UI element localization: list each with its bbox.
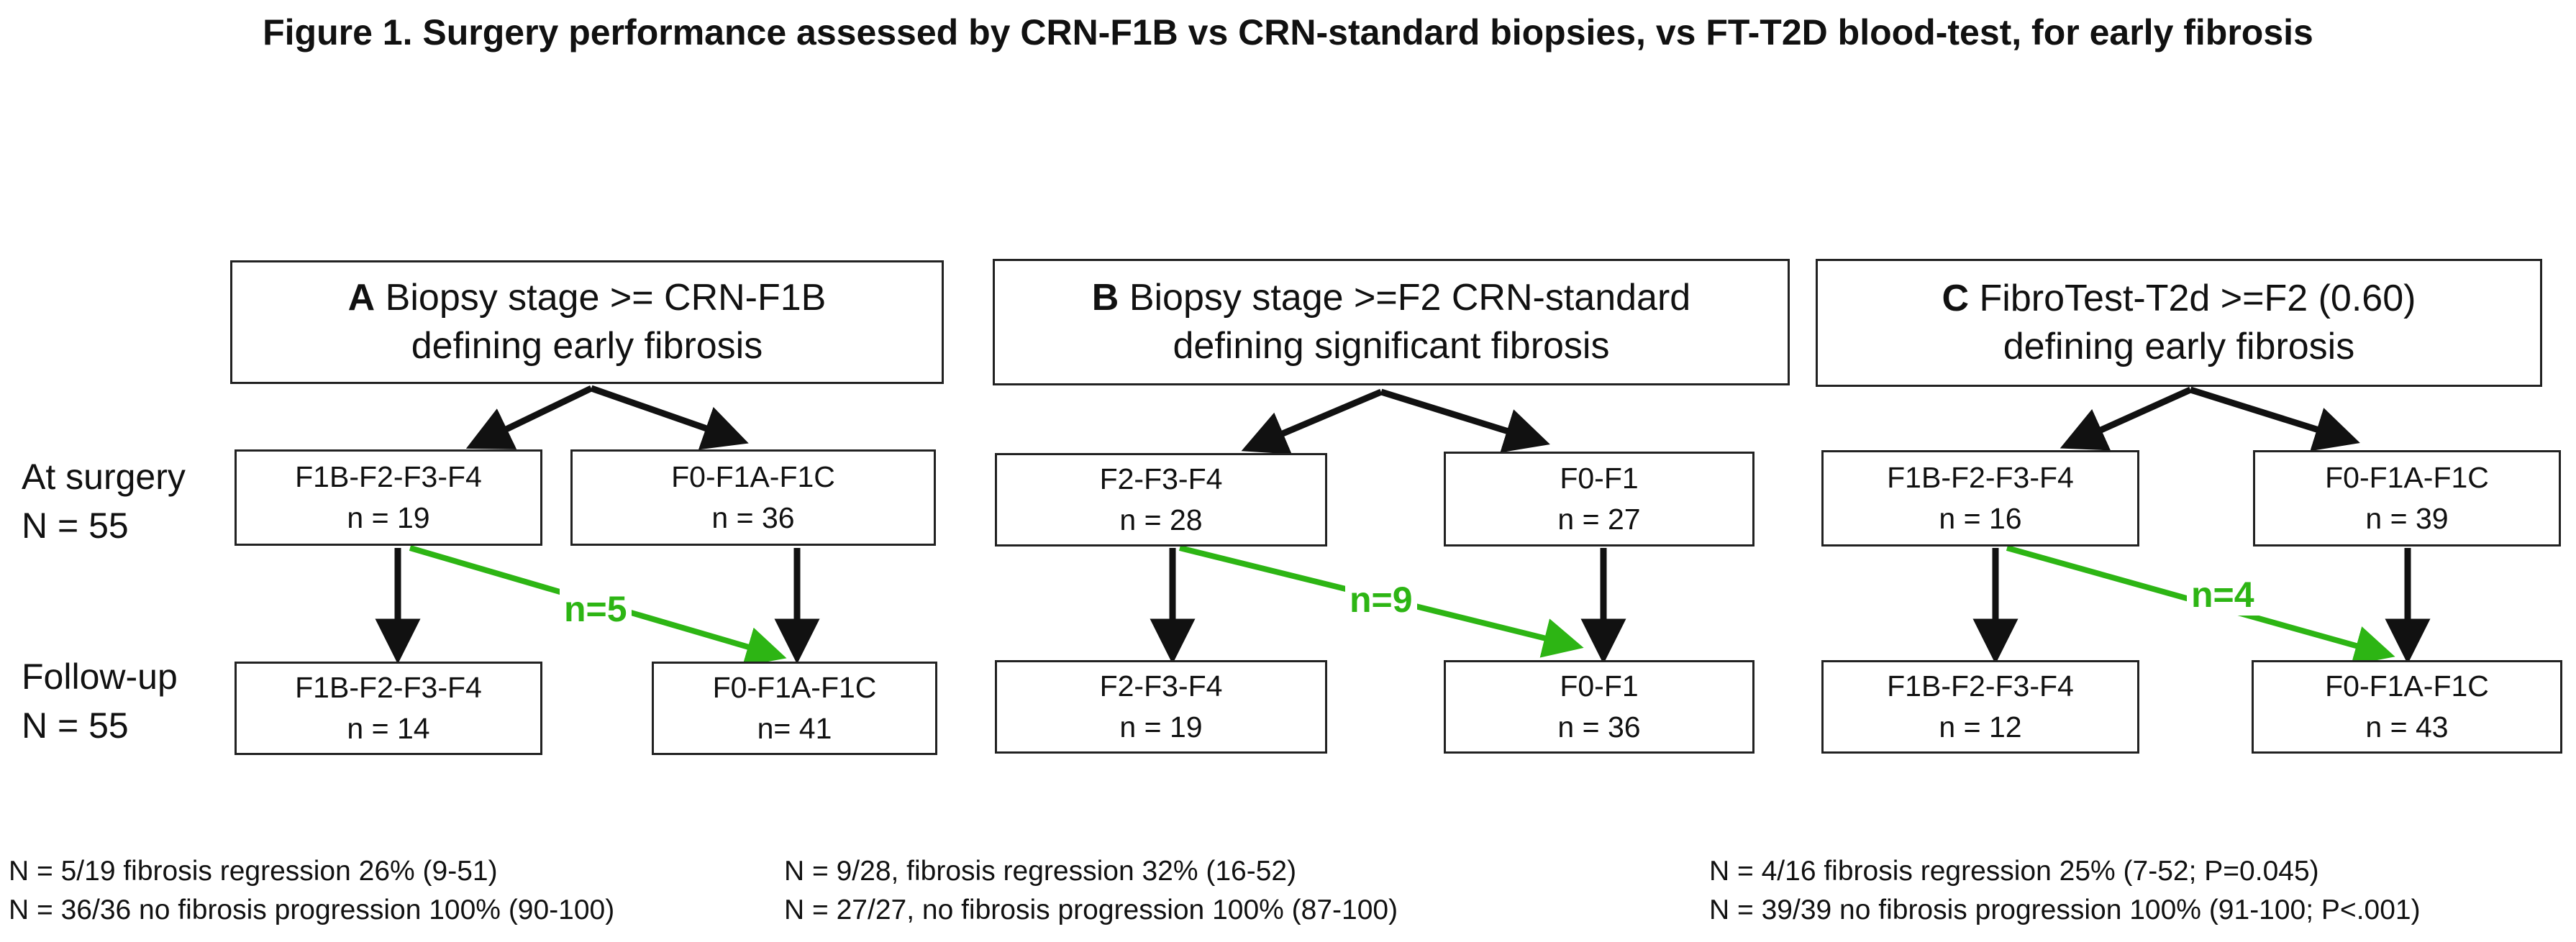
panel-a-followup-left-label: F1B-F2-F3-F4 <box>295 671 482 705</box>
arrow-c-split-right <box>2189 386 2360 452</box>
panel-a-followup-right-n: n= 41 <box>757 712 832 745</box>
panel-b-transition-label: n=9 <box>1345 579 1417 621</box>
panel-b-footnote: N = 9/28, fibrosis regression 32% (16-52… <box>784 852 1398 930</box>
panel-c-footnote-line2: N = 39/39 no fibrosis progression 100% (… <box>1709 894 2421 925</box>
row-label-surgery-line2: N = 55 <box>22 505 129 546</box>
panel-b-followup-left: F2-F3-F4 n = 19 <box>995 660 1327 754</box>
panel-b-followup-right-n: n = 36 <box>1557 710 1641 744</box>
panel-c-surgery-left-label: F1B-F2-F3-F4 <box>1887 461 2074 495</box>
panel-a-followup-left: F1B-F2-F3-F4 n = 14 <box>235 662 542 755</box>
panel-c-surgery-left: F1B-F2-F3-F4 n = 16 <box>1821 450 2139 547</box>
panel-c-transition-label: n=4 <box>2187 574 2259 616</box>
arrow-b-split-left <box>1241 388 1383 454</box>
row-label-surgery: At surgery N = 55 <box>22 453 186 550</box>
panel-a-followup-left-n: n = 14 <box>347 712 430 745</box>
panel-c-header-line2: defining early fibrosis <box>2003 326 2355 367</box>
panel-a-followup-right: F0-F1A-F1C n= 41 <box>652 662 937 755</box>
panel-b-surgery-left-label: F2-F3-F4 <box>1099 462 1223 496</box>
panel-a-header-line1: Biopsy stage >= CRN-F1B <box>385 277 827 319</box>
panel-b-header: B Biopsy stage >=F2 CRN-standard definin… <box>993 259 1790 385</box>
panel-b-header-line1: Biopsy stage >=F2 CRN-standard <box>1129 277 1691 319</box>
panel-a-surgery-left: F1B-F2-F3-F4 n = 19 <box>235 449 542 546</box>
arrow-a-split-left <box>465 385 593 449</box>
panel-a-footnote-line1: N = 5/19 fibrosis regression 26% (9-51) <box>9 856 498 887</box>
panel-a-footnote-line2: N = 36/36 no fibrosis progression 100% (… <box>9 894 615 925</box>
panel-a-letter: A <box>347 277 376 319</box>
panel-c-followup-right-label: F0-F1A-F1C <box>2325 669 2489 703</box>
row-label-followup: Follow-up N = 55 <box>22 653 178 750</box>
panel-b-followup-right: F0-F1 n = 36 <box>1444 660 1754 754</box>
panel-c-surgery-right: F0-F1A-F1C n = 39 <box>2253 450 2561 547</box>
panel-c-letter: C <box>1942 278 1970 320</box>
panel-c-followup-right-n: n = 43 <box>2365 710 2449 744</box>
panel-c-header: C FibroTest-T2d >=F2 (0.60) defining ear… <box>1816 259 2542 387</box>
panel-a-surgery-left-label: F1B-F2-F3-F4 <box>295 460 482 494</box>
panel-a-header-line2: defining early fibrosis <box>411 325 763 367</box>
panel-b-surgery-left: F2-F3-F4 n = 28 <box>995 453 1327 547</box>
panel-a-transition-label: n=5 <box>560 588 632 630</box>
figure-title: Figure 1. Surgery performance assessed b… <box>263 12 2313 52</box>
panel-b-followup-right-label: F0-F1 <box>1560 669 1639 703</box>
panel-b-footnote-line1: N = 9/28, fibrosis regression 32% (16-52… <box>784 856 1297 887</box>
panel-a-footnote: N = 5/19 fibrosis regression 26% (9-51) … <box>9 852 614 930</box>
arrow-a-split-right <box>590 385 749 450</box>
panel-c-followup-right: F0-F1A-F1C n = 43 <box>2252 660 2562 754</box>
panel-b-surgery-left-n: n = 28 <box>1119 503 1203 536</box>
panel-b-surgery-right-n: n = 27 <box>1557 503 1641 536</box>
panel-a-header: A Biopsy stage >= CRN-F1B defining early… <box>230 260 944 384</box>
arrow-b-split-right <box>1380 388 1550 453</box>
arrow-c-split-left <box>2060 386 2192 451</box>
panel-c-surgery-right-label: F0-F1A-F1C <box>2325 461 2489 495</box>
panel-a-surgery-right: F0-F1A-F1C n = 36 <box>570 449 936 546</box>
panel-b-surgery-right: F0-F1 n = 27 <box>1444 452 1754 547</box>
panel-c-footnote: N = 4/16 fibrosis regression 25% (7-52; … <box>1709 852 2421 930</box>
row-label-followup-line1: Follow-up <box>22 657 178 697</box>
panel-a-surgery-left-n: n = 19 <box>347 501 430 534</box>
row-label-surgery-line1: At surgery <box>22 457 186 497</box>
panel-c-surgery-left-n: n = 16 <box>1939 502 2022 535</box>
panel-c-followup-left-label: F1B-F2-F3-F4 <box>1887 669 2074 703</box>
panel-b-surgery-right-label: F0-F1 <box>1560 462 1639 495</box>
panel-b-letter: B <box>1091 277 1119 319</box>
panel-b-footnote-line2: N = 27/27, no fibrosis progression 100% … <box>784 894 1398 925</box>
panel-c-followup-left: F1B-F2-F3-F4 n = 12 <box>1821 660 2139 754</box>
panel-c-header-line1: FibroTest-T2d >=F2 (0.60) <box>1979 278 2416 320</box>
panel-a-surgery-right-label: F0-F1A-F1C <box>671 460 835 494</box>
row-label-followup-line2: N = 55 <box>22 705 129 746</box>
panel-b-header-line2: defining significant fibrosis <box>1173 325 1610 367</box>
panel-c-surgery-right-n: n = 39 <box>2365 502 2449 535</box>
panel-a-followup-right-label: F0-F1A-F1C <box>712 671 877 705</box>
panel-c-followup-left-n: n = 12 <box>1939 710 2022 744</box>
panel-a-surgery-right-n: n = 36 <box>711 501 795 534</box>
panel-b-followup-left-n: n = 19 <box>1119 710 1203 744</box>
panel-b-followup-left-label: F2-F3-F4 <box>1099 669 1223 703</box>
panel-c-footnote-line1: N = 4/16 fibrosis regression 25% (7-52; … <box>1709 856 2319 887</box>
